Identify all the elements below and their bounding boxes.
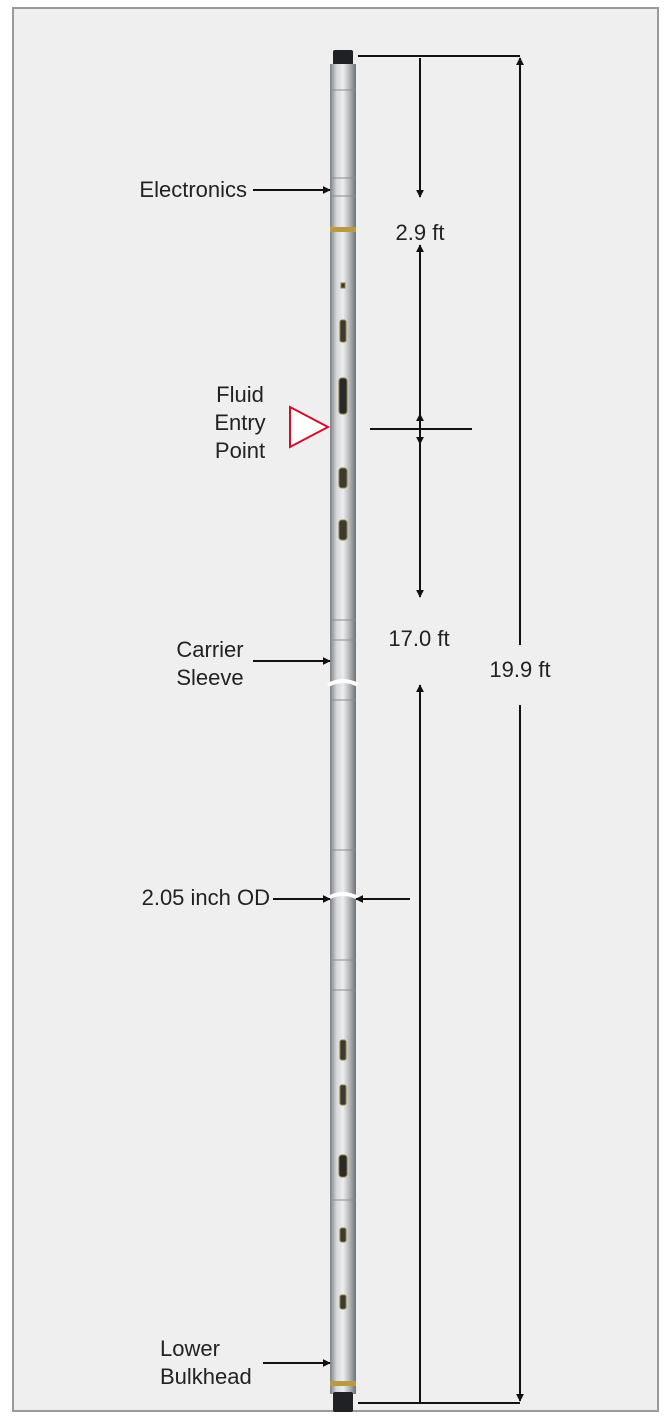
brass-band bbox=[330, 227, 356, 232]
callout-arrows bbox=[253, 186, 410, 1367]
outer-diameter-label: 2.05 inch OD bbox=[141, 885, 270, 910]
electronics-label: Electronics bbox=[139, 177, 247, 202]
carrier-sleeve-line-1: Carrier bbox=[176, 637, 244, 662]
brass-band bbox=[330, 1381, 356, 1386]
carrier-sleeve-break bbox=[327, 679, 359, 687]
top-cap bbox=[333, 50, 353, 67]
dimension-lines bbox=[358, 55, 524, 1404]
fluid-entry-point-line-3: Point bbox=[214, 438, 266, 463]
tool-body bbox=[330, 64, 356, 1394]
lower-bulkhead-line-1: Lower bbox=[160, 1336, 220, 1361]
dimension-total-length: 19.9 ft bbox=[489, 657, 551, 682]
lower-bulkhead-label: Lower Bulkhead bbox=[160, 1335, 270, 1391]
carrier-sleeve-label: Carrier Sleeve bbox=[160, 636, 260, 692]
lower-bulkhead-line-2: Bulkhead bbox=[160, 1364, 252, 1389]
bottom-cap bbox=[333, 1392, 353, 1412]
dimension-top-to-entry: 2.9 ft bbox=[395, 220, 445, 245]
fluid-entry-marker bbox=[289, 405, 331, 449]
tool-ports bbox=[338, 282, 348, 1310]
logging-tool bbox=[327, 50, 359, 1412]
fluid-entry-point-line-1: Fluid bbox=[216, 382, 264, 407]
dimension-entry-to-bottom: 17.0 ft bbox=[388, 626, 450, 651]
carrier-sleeve-line-2: Sleeve bbox=[176, 665, 244, 690]
fluid-entry-point-line-2: Entry bbox=[214, 410, 266, 435]
fluid-entry-point-label: Fluid Entry Point bbox=[195, 381, 285, 465]
